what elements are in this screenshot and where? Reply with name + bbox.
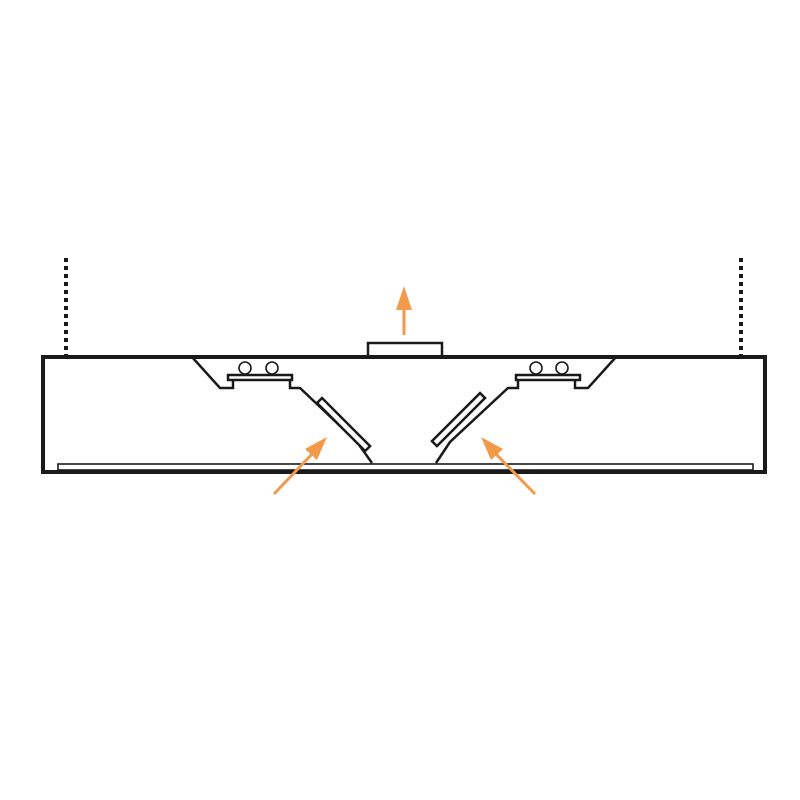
exhaust-collar <box>366 341 444 359</box>
airflow-arrow-up <box>396 286 412 335</box>
filter-right <box>430 391 487 448</box>
light-fixture-right <box>514 361 582 382</box>
airflow-arrow-right <box>481 437 537 496</box>
plenum-left <box>191 356 374 464</box>
drip-tray <box>57 463 754 471</box>
hood-body <box>41 355 767 474</box>
filter-left <box>315 396 372 453</box>
light-fixture-left <box>226 361 294 382</box>
airflow-arrow-left <box>272 437 327 496</box>
